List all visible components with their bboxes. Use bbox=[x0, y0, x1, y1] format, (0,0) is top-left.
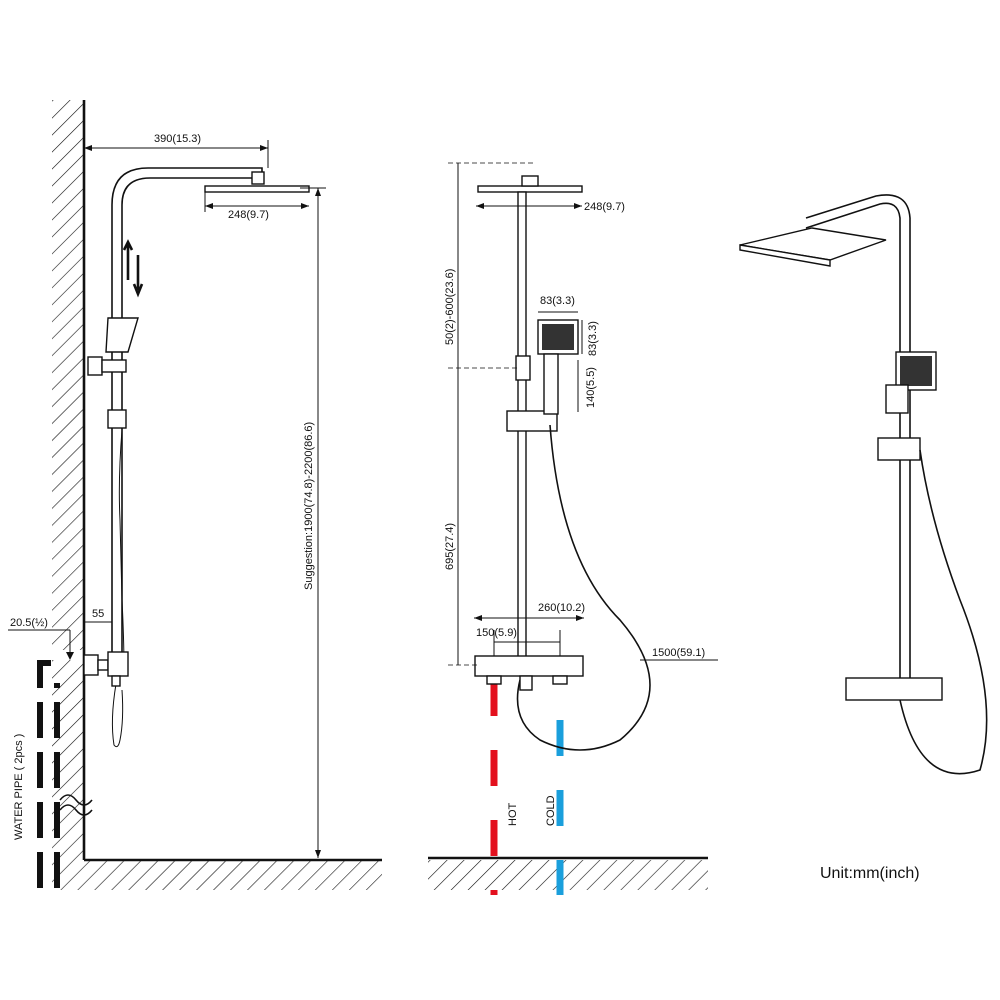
mixer-height-label: 695(27.4) bbox=[444, 523, 456, 570]
hand-shower-3d-nozzles bbox=[900, 356, 932, 386]
dim-arrow bbox=[315, 188, 321, 196]
dim-arrow bbox=[260, 145, 268, 151]
pipe-offset-label: 20.5(½) bbox=[10, 617, 48, 629]
perspective-view bbox=[739, 194, 988, 775]
slide-holder bbox=[107, 409, 127, 429]
pipe-break-mark bbox=[59, 804, 93, 816]
dim-arrow bbox=[84, 145, 92, 151]
hot-label: HOT bbox=[507, 803, 519, 827]
hose-front bbox=[516, 424, 651, 751]
floor-hatch bbox=[52, 860, 382, 890]
hand-shower-nozzles bbox=[542, 324, 574, 350]
head-width-label: 248(9.7) bbox=[584, 201, 625, 213]
thermostatic-mixer bbox=[474, 655, 584, 677]
hose-length-label: 1500(59.1) bbox=[652, 647, 705, 659]
rain-head-edge bbox=[739, 244, 831, 267]
dim-arrow bbox=[574, 203, 582, 209]
rain-head-front bbox=[477, 185, 583, 193]
upper-bracket bbox=[515, 355, 531, 381]
outlet-nut bbox=[111, 675, 121, 687]
dim-arrow bbox=[474, 615, 482, 621]
hand-width-label: 83(3.3) bbox=[540, 295, 575, 307]
slide-holder-3d bbox=[877, 437, 921, 461]
unit-note: Unit:mm(inch) bbox=[820, 865, 920, 882]
pipe-offset-arrow bbox=[66, 652, 74, 660]
head-width-label: 248(9.7) bbox=[228, 209, 269, 221]
dim-arrow bbox=[301, 203, 309, 209]
pipe-break-mark bbox=[59, 794, 93, 806]
dim-arrow bbox=[476, 203, 484, 209]
outlet-nut bbox=[519, 675, 533, 691]
hose-loop bbox=[111, 683, 124, 748]
height-label: Suggestion:1900(74.8)-2200(86.6) bbox=[303, 422, 315, 590]
shower-arm-inner bbox=[121, 177, 262, 660]
inlet-spacing-label: 150(5.9) bbox=[476, 627, 517, 639]
slide-up-arrow bbox=[122, 239, 134, 280]
hand-shower-side bbox=[105, 317, 139, 353]
hand-height-label: 83(3.3) bbox=[587, 321, 599, 356]
floor-hatch bbox=[428, 860, 708, 890]
shower-arm-outline bbox=[111, 167, 263, 660]
mixer-width-label: 260(10.2) bbox=[538, 602, 585, 614]
rail-adjust-label: 50(2)-600(23.6) bbox=[444, 269, 456, 345]
mixer-body-side bbox=[107, 651, 129, 677]
hose-side bbox=[118, 429, 125, 671]
wall-elbow bbox=[83, 654, 99, 676]
rain-head-side bbox=[204, 185, 310, 193]
side-view: WATER PIPE ( 2pcs ) 20.5(½) 55 bbox=[8, 100, 382, 890]
wall-bracket bbox=[87, 356, 103, 376]
riser-3d-outline bbox=[805, 202, 901, 680]
dim-arrow bbox=[576, 615, 584, 621]
front-view: HOT COLD 248(9.7) 50(2)-600(23.6) 695(27… bbox=[428, 162, 718, 895]
wall-offset-label: 55 bbox=[92, 608, 104, 620]
rain-head-top bbox=[739, 227, 887, 261]
riser-3d-inner bbox=[805, 194, 911, 680]
bracket-arm bbox=[101, 359, 127, 373]
cold-label: COLD bbox=[545, 795, 557, 826]
cold-inlet bbox=[552, 675, 568, 685]
elbow-nut bbox=[97, 659, 109, 671]
mixer-3d bbox=[845, 677, 943, 701]
upper-bracket-3d bbox=[885, 384, 909, 414]
holder-height-label: 140(5.5) bbox=[585, 367, 597, 408]
slide-down-arrow bbox=[132, 255, 144, 298]
dim-arrow bbox=[315, 850, 321, 858]
head-connector bbox=[251, 171, 265, 185]
head-connector bbox=[521, 175, 539, 187]
hand-shower-grip bbox=[543, 353, 559, 415]
hot-inlet bbox=[486, 675, 502, 685]
arm-reach-label: 390(15.3) bbox=[154, 133, 201, 145]
water-pipe-outer bbox=[37, 660, 57, 888]
water-pipe-label: WATER PIPE ( 2pcs ) bbox=[13, 734, 25, 840]
wall-hatch bbox=[52, 100, 84, 860]
dim-arrow bbox=[205, 203, 213, 209]
hose-3d bbox=[899, 449, 988, 775]
slide-holder bbox=[506, 410, 558, 432]
